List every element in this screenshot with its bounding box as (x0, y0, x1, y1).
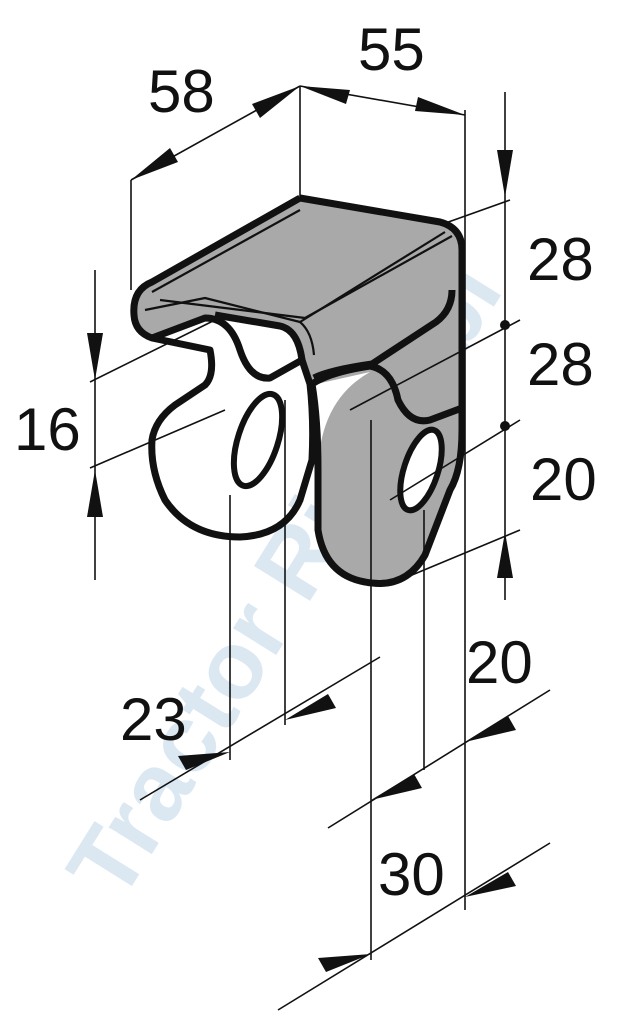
arrow-30-right (465, 872, 516, 897)
arrow-16-bottom (87, 470, 103, 517)
arrow-20-bottom (497, 532, 513, 578)
ext-mid-20 (389, 419, 521, 501)
dimension-lines (87, 85, 551, 1011)
dim-label-16: 16 (14, 396, 81, 463)
arrow-16-top (87, 333, 103, 380)
dim-label-28-mid: 28 (527, 331, 594, 398)
ext-top-28 (439, 199, 511, 226)
left-hole (230, 390, 286, 490)
arrow-20b-left (371, 774, 422, 800)
right-ear (308, 362, 466, 587)
right-hole (397, 426, 445, 514)
ext-16-top (89, 319, 216, 383)
dim-label-58: 58 (148, 58, 215, 125)
dot-28-mid (500, 320, 510, 330)
arrow-23-right (285, 694, 336, 720)
dim-line-20-bottom (327, 689, 551, 829)
top-plate-fold-line (159, 235, 453, 320)
arrow-58-right (252, 86, 300, 118)
ext-bottom-20 (399, 529, 521, 581)
ext-16-bottom (89, 409, 226, 469)
arrow-23-left (178, 752, 230, 770)
dim-label-55: 55 (358, 16, 425, 83)
dot-20 (500, 421, 510, 431)
dim-line-23 (139, 656, 381, 801)
arrow-55-right (415, 97, 465, 115)
arrow-28-top (497, 150, 513, 197)
arrow-20b-right (465, 716, 516, 742)
dimension-labels: 58 55 16 28 28 20 23 20 30 (14, 16, 597, 908)
dim-line-30 (277, 842, 551, 1011)
arrow-30-left (318, 954, 371, 972)
dim-label-23: 23 (120, 686, 187, 753)
dim-label-28-top: 28 (527, 226, 594, 293)
bracket-part (130, 194, 466, 587)
ext-mid-28 (349, 319, 521, 411)
arrow-58-left (131, 148, 178, 180)
top-plate-surface (132, 198, 465, 581)
left-ear (148, 314, 317, 541)
dim-label-30: 30 (378, 841, 445, 908)
dim-label-20-bottom: 20 (466, 629, 533, 696)
arrow-55-left (300, 86, 350, 104)
top-plate-outline (130, 194, 466, 408)
dim-label-20-right: 20 (530, 446, 597, 513)
